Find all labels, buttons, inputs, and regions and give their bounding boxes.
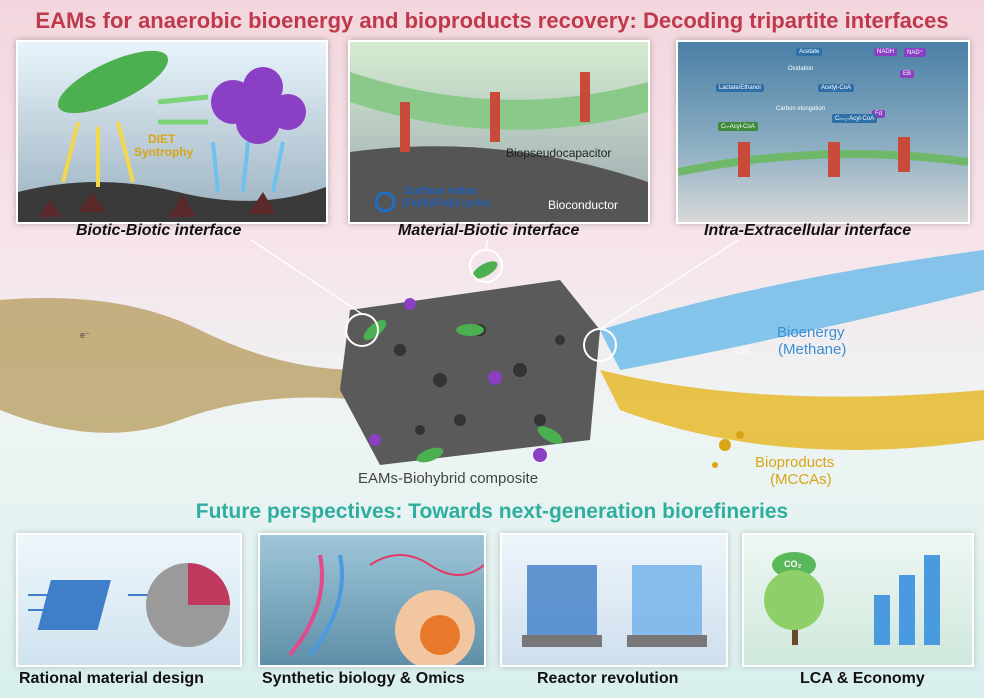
panel-reactor-revolution <box>500 533 728 667</box>
caption-rational-material-design: Rational material design <box>19 670 204 687</box>
archaea <box>369 434 381 446</box>
synthetic-biology-illustration <box>288 554 484 665</box>
bacterium <box>456 324 484 336</box>
panel-intra-extracellular: Acetate NADH NAD⁺ Oxidation Lactate/Etha… <box>676 40 970 224</box>
co2-label: CO₂ <box>784 559 802 569</box>
cn-acyl-coa-label: Cₙ-Acyl-CoA <box>718 122 758 131</box>
lactate-ethanol-label: Lactate/Ethanol <box>716 84 764 92</box>
center-scene <box>0 240 984 468</box>
caption-material-biotic: Material-Biotic interface <box>398 222 580 239</box>
bacterium <box>472 261 498 279</box>
reactor-icon <box>632 565 702 635</box>
caption-intra-extracellular: Intra-Extracellular interface <box>704 222 912 239</box>
caption-biotic-biotic: Biotic-Biotic interface <box>76 222 242 239</box>
acetyl-coa-label: Acetyl-CoA <box>818 84 855 92</box>
electron-symbol: e⁻ <box>80 330 90 340</box>
caption-reactor-revolution: Reactor revolution <box>537 670 679 687</box>
material-design-illustration <box>28 563 230 647</box>
intra-extracellular-illustration <box>678 137 968 177</box>
oxidation-label: Oxidation <box>788 66 814 72</box>
material-biotic-illustration <box>350 72 648 222</box>
page-title: EAMs for anaerobic bioenergy and bioprod… <box>35 8 949 33</box>
bacterium <box>57 50 169 114</box>
panel-material-biotic: Biopseudocapacitor Surface redox (Fe(III… <box>348 40 650 224</box>
archaea <box>488 371 502 385</box>
bacterium <box>416 447 444 463</box>
bioconductor-label: Bioconductor <box>548 198 619 212</box>
diet-label: DIET <box>148 132 176 146</box>
nadh-label: NADH <box>874 48 898 56</box>
future-perspectives-title: Future perspectives: Towards next-genera… <box>195 500 789 523</box>
panel-lca-economy: CO₂ <box>742 533 974 667</box>
syntrophy-label: Syntrophy <box>134 145 194 159</box>
surface-redox-label: Surface redox <box>404 185 478 197</box>
panel-biotic-biotic: DIET Syntrophy <box>16 40 328 224</box>
panel-synthetic-biology <box>258 533 486 667</box>
carbon-elongation-label: Carbon elongation <box>776 106 826 112</box>
growth-arrows-icon <box>874 555 940 645</box>
reactor-illustration <box>522 565 707 647</box>
bioproducts-stream <box>600 370 984 450</box>
cn2-acyl-coa-label: Cₙ₊₂-Acyl-CoA <box>832 114 878 123</box>
composite-label: EAMs-Biohybrid composite <box>358 470 539 487</box>
caption-synthetic-biology: Synthetic biology & Omics <box>262 670 465 687</box>
methane-label: (Methane) <box>778 341 847 358</box>
cloud-icon <box>772 552 816 578</box>
fd-label: Fd <box>872 110 886 118</box>
biotic-biotic-illustration <box>18 50 326 222</box>
methane-formula: CH₄ <box>735 346 752 356</box>
lca-illustration <box>764 552 940 645</box>
fe-cycle-label: (Fe(III)/Fe(II) cycle) <box>402 198 490 209</box>
panel-rational-material-design <box>16 533 242 667</box>
acetate-label: Acetate <box>796 48 823 56</box>
eb-label: EB <box>900 70 915 78</box>
archaea-cluster <box>211 67 306 144</box>
archaea <box>404 298 416 310</box>
tree-icon <box>764 570 824 630</box>
caption-lca-economy: LCA & Economy <box>800 670 925 687</box>
bioenergy-label: Bioenergy <box>777 324 845 341</box>
chip-icon <box>37 580 111 630</box>
wastewater-stream <box>0 298 360 433</box>
archaea <box>533 448 547 462</box>
bacterium <box>363 319 387 341</box>
nad-label: NAD⁺ <box>904 48 926 57</box>
bioenergy-stream <box>600 250 984 370</box>
reactor-icon <box>527 565 597 635</box>
mccas-label: (MCCAs) <box>770 471 832 488</box>
bacterium <box>537 426 563 444</box>
bioproducts-label: Bioproducts <box>755 454 835 471</box>
biopseudocapacitor-label: Biopseudocapacitor <box>506 146 612 160</box>
dna-icon <box>288 554 324 657</box>
